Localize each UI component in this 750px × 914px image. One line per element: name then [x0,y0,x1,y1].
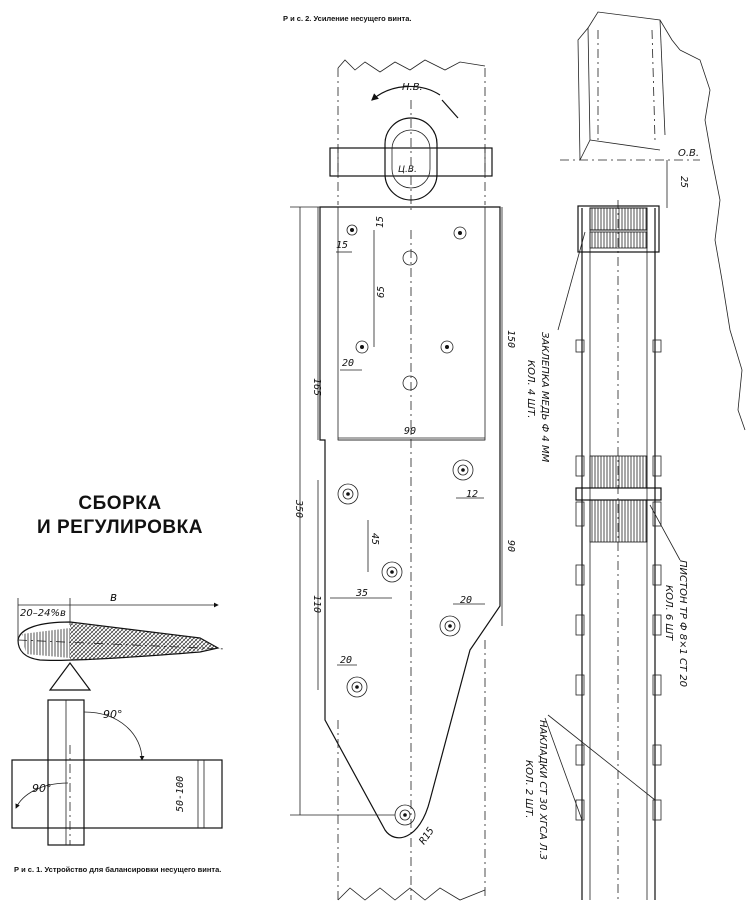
dim-90: 90 [505,540,516,552]
dim-165: 165 [311,378,322,396]
dim-110: 110 [311,595,322,613]
hub-axis-label: Н.В. [402,82,423,93]
dim-25: 25 [678,176,689,188]
balance-point-label: 20–24%в [20,608,66,619]
dim-45: 45 [369,533,380,545]
figure-1-caption: Р и с. 1. Устройство для балансировки не… [14,865,222,874]
airfoil-profile [17,621,226,661]
dimension-lines [290,206,503,816]
plate-holes [337,224,474,826]
figure-3-side-view: О.В. 25 ЗАКЛЕПКА МЕ [523,11,746,900]
plate-note-line-2: КОЛ. 2 ШТ. [523,760,534,818]
width-label: 50-100 [175,776,186,812]
figure-2-caption: Р и с. 2. Усиление несущего винта. [283,14,412,23]
upper-spacer-block [589,207,648,231]
heading-line-2: И РЕГУЛИРОВКА [37,517,203,538]
heading-line-1: СБОРКА [78,493,162,514]
rivet-tabs [575,339,662,821]
dim-20-lower: 20 [340,655,352,666]
dim-15-top: 15 [375,216,386,228]
section-heading: СБОРКА И РЕГУЛИРОВКА [20,492,220,540]
support-triangle [48,661,92,691]
dim-12: 12 [466,489,478,500]
dim-20-right: 20 [460,595,472,606]
dim-r15: R15 [417,826,436,847]
dim-20-upper: 20 [342,358,354,369]
dim-65: 65 [376,286,387,298]
angle-left-label: 90° [32,782,52,795]
center-label: Ц.В. [398,165,417,175]
balancing-fixture [11,699,223,846]
dim-35: 35 [355,588,368,599]
rotation-arrow [371,85,441,101]
plate-note-line-1: НАКЛАДКИ СТ 30 ХГСА Л.3 [537,720,548,860]
dim-350: 350 [293,499,304,518]
dim-15-left: 15 [336,240,348,251]
figure-2-rotor-reinforcement: Н.В. Ц.В. [290,59,516,901]
chord-label: в [110,590,117,604]
mid-spacer-block [589,455,648,489]
piston-note-line-2: КОЛ. 6 ШТ [663,585,674,641]
dim-90-width: 90 [404,426,416,437]
piston-note-line-1: ПИСТОН ТР Ф 8×1 СТ 20 [677,560,688,687]
dim-150: 150 [505,330,516,348]
angle-top-label: 90° [103,708,123,721]
figure-1-balancing-device: в 20–24%в 90° 90° 50-100 [11,590,226,846]
rivet-note-line-2: КОЛ. 4 ШТ. [525,360,536,418]
reinforcement-plate [319,206,501,839]
ov-label: О.В. [678,148,699,159]
rivet-note-line-1: ЗАКЛЕПКА МЕДЬ Ф 4 ММ [539,332,550,463]
